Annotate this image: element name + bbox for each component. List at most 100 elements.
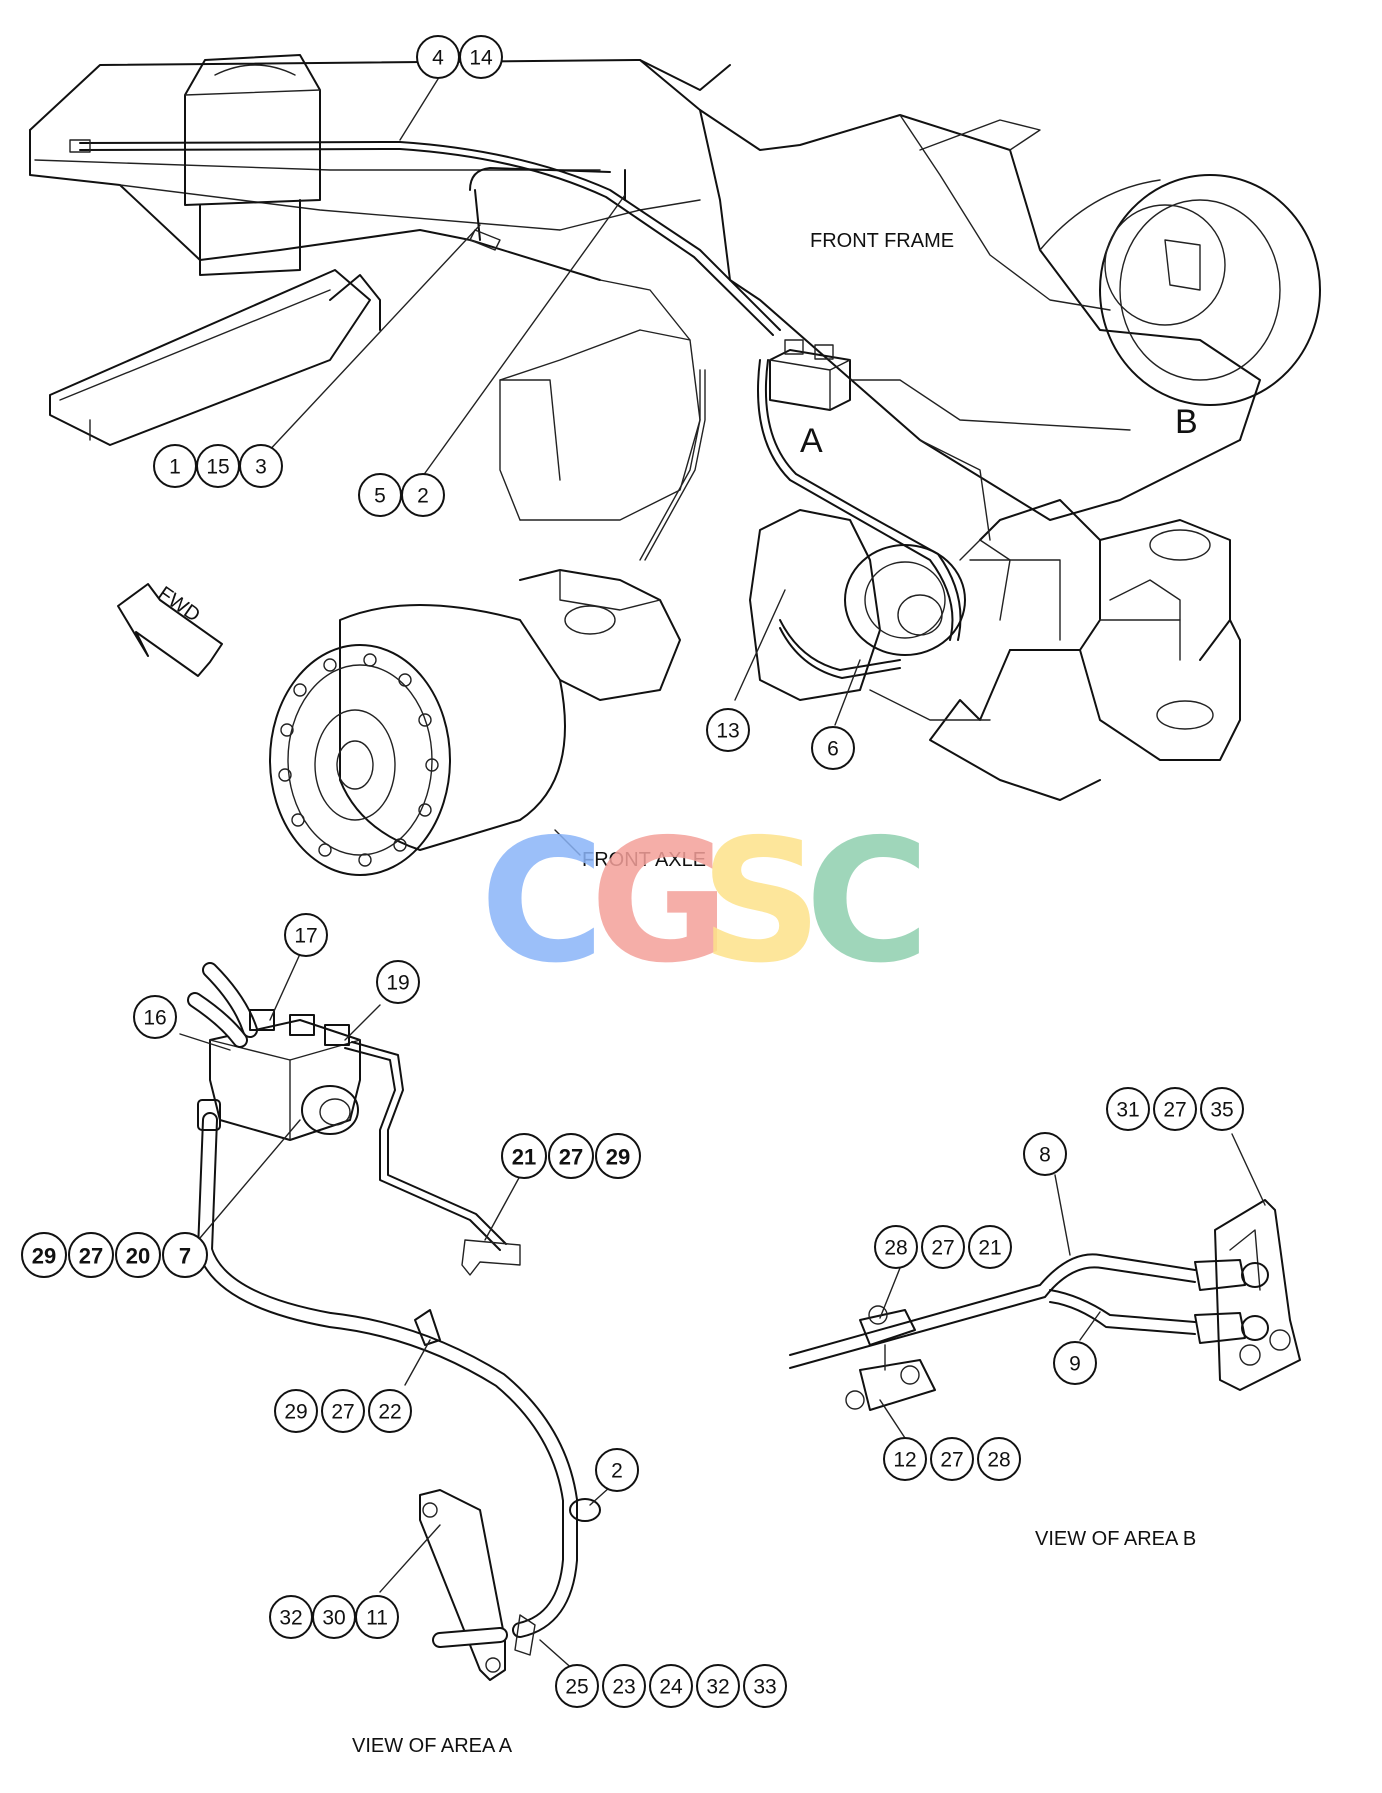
callout-circle [874,1225,918,1269]
callout-number: 11 [366,1607,388,1630]
callout-group: 19 [376,960,420,1004]
fwd-label: FWD [154,582,204,626]
callout-circle [548,1133,594,1179]
callout-number: 16 [143,1007,166,1030]
callout-number: 6 [827,738,839,761]
callout-number: 27 [559,1145,583,1170]
callout-number: 25 [565,1676,588,1699]
callout-number: 31 [1116,1099,1139,1122]
fwd-arrow: FWD [117,582,223,677]
callout-number: 21 [512,1145,536,1170]
callout-group: 9 [1053,1341,1097,1385]
callout-number: 2 [417,485,429,508]
callout-number: 32 [706,1676,729,1699]
callout-circle [555,1664,599,1708]
callout-number: 35 [1210,1099,1233,1122]
callout-circle [602,1664,646,1708]
callout-circle [921,1225,965,1269]
callout-circle [1106,1087,1150,1131]
callout-number: 33 [753,1676,776,1699]
area-a-detail [187,962,601,1681]
view-area-a-label: VIEW OF AREA A [352,1735,513,1757]
callout-circle [811,726,855,770]
callout-number: 13 [716,720,739,743]
callout-number: 32 [279,1607,302,1630]
callout-number: 9 [1069,1353,1081,1376]
callout-circle [1053,1341,1097,1385]
callout-number: 20 [126,1244,150,1269]
callout-group: 16 [133,995,177,1039]
callout-group: 25 23 24 32 33 [555,1664,787,1708]
upper-hoses [69,139,962,679]
callout-number: 1 [169,456,181,479]
callout-number: 29 [606,1145,630,1170]
callout-number: 27 [931,1237,954,1260]
callout-circle [595,1448,639,1492]
callout-number: 14 [469,47,493,70]
callout-number: 7 [179,1244,191,1269]
callout-group: 12 27 28 [883,1437,1021,1481]
callout-circle [274,1389,318,1433]
callout-circle [501,1133,547,1179]
callout-number: 27 [79,1244,103,1269]
callout-group: 28 27 21 [874,1225,1012,1269]
front-frame-label: FRONT FRAME [810,230,954,252]
callout-number: 12 [893,1449,916,1472]
callout-circle [743,1664,787,1708]
callout-circle [239,444,283,488]
callout-circle [883,1437,927,1481]
callout-circle [1200,1087,1244,1131]
callout-number: 21 [978,1237,1001,1260]
callout-circle [1153,1087,1197,1131]
callout-number: 28 [987,1449,1010,1472]
callout-circle [459,35,503,79]
callout-number: 5 [374,485,386,508]
callout-circle [133,995,177,1039]
watermark-letter: C [480,803,605,1001]
callout-circle [968,1225,1012,1269]
callout-number: 29 [284,1401,307,1424]
hub-bolts [278,653,439,867]
callout-number: 22 [378,1401,401,1424]
callout-circle [401,473,445,517]
callout-circle [1023,1132,1067,1176]
callout-number: 15 [206,456,229,479]
callout-circle [649,1664,693,1708]
callout-number: 29 [32,1244,56,1269]
callout-group: 4 14 [416,35,503,79]
watermark-letter: C [805,803,930,1001]
callout-number: 2 [611,1460,623,1483]
callout-number: 24 [659,1676,683,1699]
callout-circle [930,1437,974,1481]
watermark-letter: S [700,803,822,1001]
front-axle-label: FRONT AXLE [582,849,706,871]
callout-number: 19 [386,972,409,995]
area-b-marker: B [1175,403,1198,441]
watermark-letter: G [590,803,730,1001]
callout-group: 6 [811,726,855,770]
view-area-b-label: VIEW OF AREA B [1035,1528,1196,1550]
rear-housing [1039,174,1321,406]
lower-frame [919,439,1241,801]
callout-group: 2 [595,1448,639,1492]
callout-circle [368,1389,412,1433]
callout-number: 28 [884,1237,907,1260]
callout-number: 27 [940,1449,963,1472]
callout-circle [355,1595,399,1639]
callout-group: 17 [284,913,328,957]
callout-circle [68,1232,114,1278]
callout-circle [284,913,328,957]
callout-circle [162,1232,208,1278]
callout-number: 8 [1039,1144,1051,1167]
area-a-marker: A [800,422,823,460]
callout-number: 4 [432,47,444,70]
callout-number: 23 [612,1676,635,1699]
